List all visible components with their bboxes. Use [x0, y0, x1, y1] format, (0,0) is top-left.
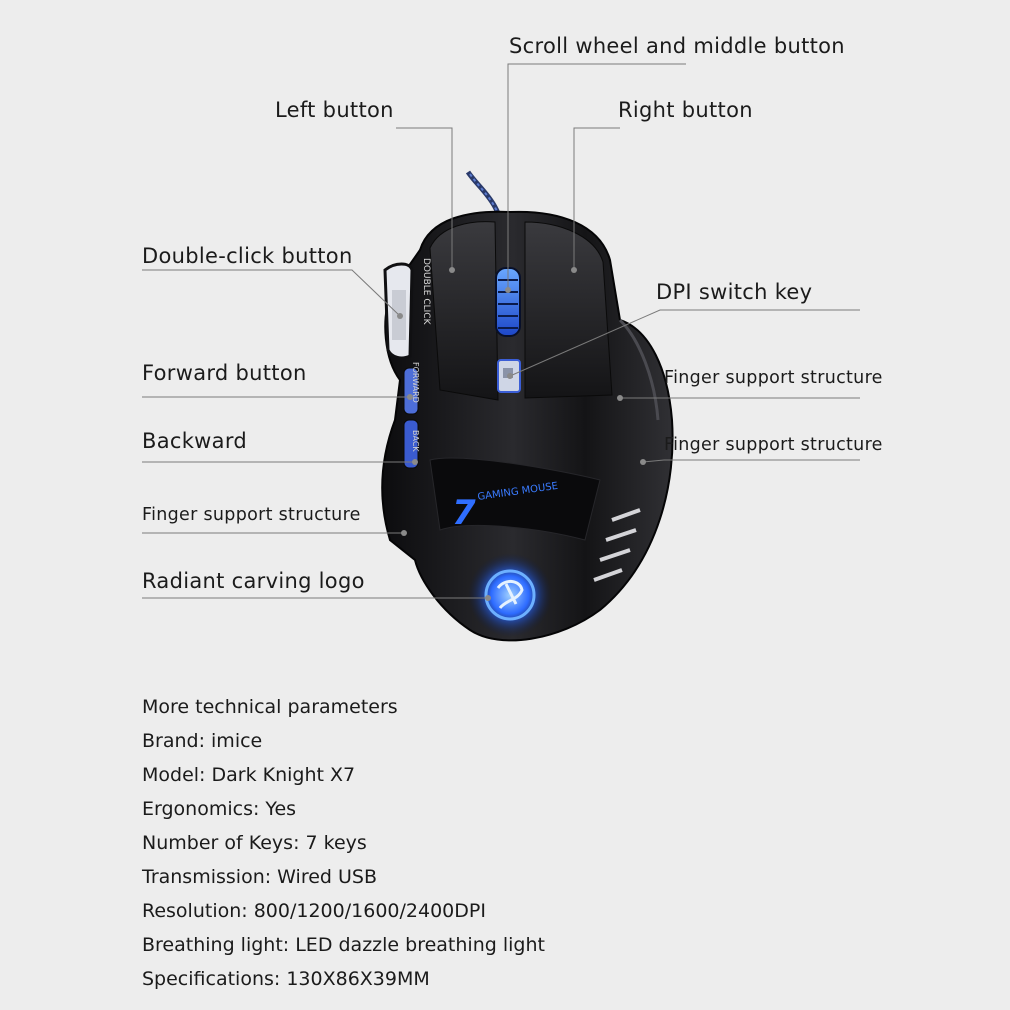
callout-logo: Radiant carving logo	[142, 569, 365, 593]
right-button-shape	[524, 221, 613, 399]
callout-finger-support-left: Finger support structure	[142, 505, 361, 525]
logo-plate	[429, 457, 601, 541]
brand-number: 7	[452, 493, 476, 533]
logo-ring	[484, 569, 536, 621]
callout-forward: Forward button	[142, 361, 307, 385]
callout-scroll-wheel: Scroll wheel and middle button	[509, 34, 845, 58]
marking-forward: FORWARD	[411, 362, 420, 403]
left-button-shape	[429, 221, 499, 401]
param-keys: Number of Keys: 7 keys	[142, 832, 367, 854]
marking-double-click: DOUBLE CLICK	[421, 258, 431, 326]
callout-finger-support-right-2: Finger support structure	[664, 435, 883, 455]
forward-button-shape	[403, 367, 419, 415]
param-specifications: Specifications: 130X86X39MM	[142, 968, 430, 990]
param-ergonomics: Ergonomics: Yes	[142, 798, 297, 820]
mouse-diagram: 7 GAMING MOUSE DOUBLE CLICK FORWARD BACK	[142, 63, 860, 642]
marking-back: BACK	[411, 430, 420, 452]
params-heading: More technical parameters	[142, 696, 398, 718]
callout-double-click: Double-click button	[142, 244, 353, 268]
leader-lines	[142, 63, 860, 599]
technical-parameters: More technical parameters Brand: imice M…	[142, 690, 545, 996]
callout-left-button: Left button	[275, 98, 394, 122]
param-transmission: Transmission: Wired USB	[142, 866, 378, 888]
backward-button-shape	[403, 419, 419, 469]
callout-right-button: Right button	[618, 98, 753, 122]
finger-grooves	[593, 508, 641, 582]
callout-dpi-switch: DPI switch key	[656, 280, 813, 304]
logo-dragon-icon	[496, 580, 524, 610]
param-model: Model: Dark Knight X7	[142, 764, 356, 786]
callout-backward: Backward	[142, 429, 248, 453]
param-breathing-light: Breathing light: LED dazzle breathing li…	[142, 934, 545, 956]
anchor-dots	[397, 267, 646, 601]
callout-finger-support-right-1: Finger support structure	[664, 368, 883, 388]
param-resolution: Resolution: 800/1200/1600/2400DPI	[142, 900, 486, 922]
param-brand: Brand: imice	[142, 730, 263, 752]
